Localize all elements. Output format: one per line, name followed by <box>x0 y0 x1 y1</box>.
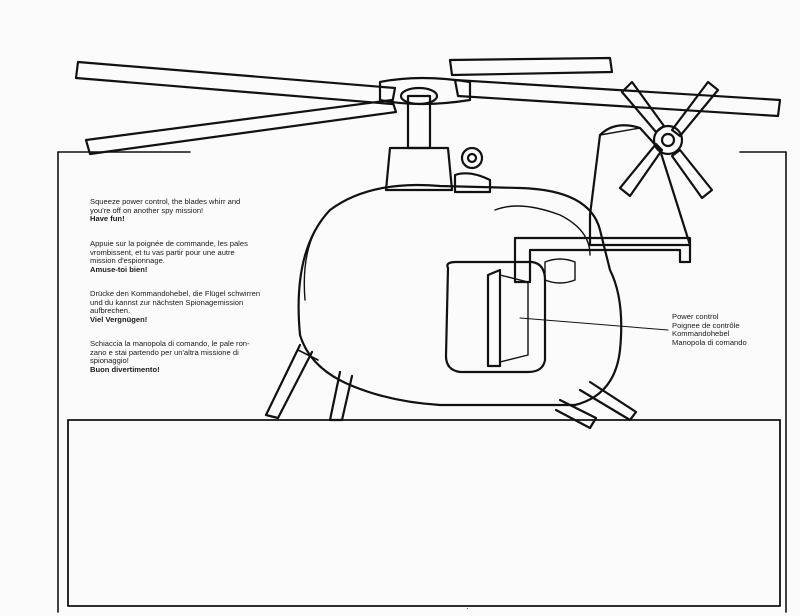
callout-line-fr: Poignee de contrôle <box>672 320 740 330</box>
side-bracket <box>513 236 692 284</box>
power-control-box <box>444 260 669 374</box>
instruction-german: Drücke den Kommandohebel, die Flügel sch… <box>90 289 261 324</box>
landing-gear <box>264 343 638 430</box>
instruction-italian: Schiaccia la manopola di comando, le pal… <box>90 339 250 374</box>
callout-leader-line <box>519 317 669 331</box>
instruction-french: Appuie sur la poignée de commande, les p… <box>90 239 248 274</box>
rotor-housing <box>384 146 492 194</box>
lower-panel-frame <box>67 419 781 607</box>
power-control-callout: Power control Poignee de contrôle Komman… <box>672 312 747 347</box>
tail-section <box>588 124 692 247</box>
fuselage <box>297 183 623 407</box>
page-mark: · <box>466 604 469 613</box>
instruction-english: Squeeze power control, the blades whirr … <box>90 197 241 224</box>
callout-line-it: Manopola di comando <box>672 337 747 347</box>
callout-line-en: Power control <box>672 312 719 321</box>
tail-rotor <box>618 80 720 200</box>
callout-line-de: Kommandohebel <box>672 329 730 339</box>
